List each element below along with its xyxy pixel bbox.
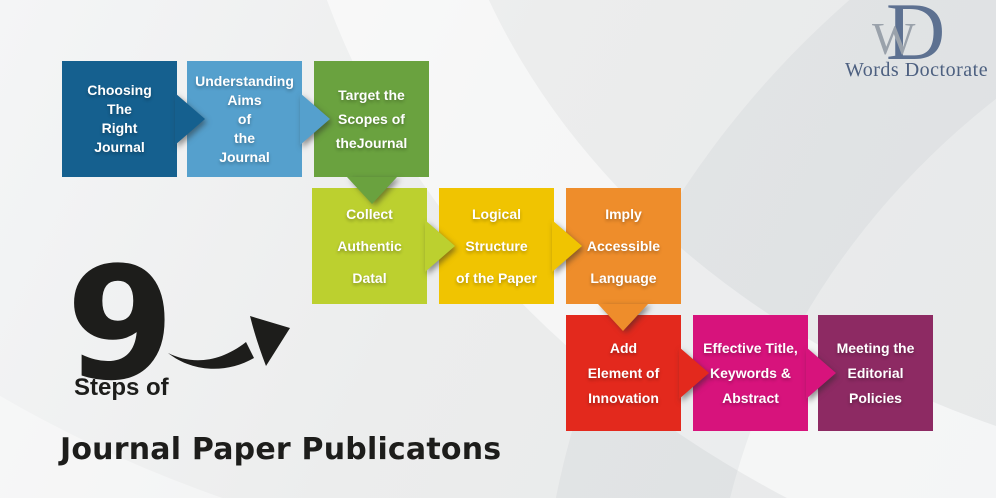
arrow-right-shape	[425, 220, 455, 272]
page-title: Journal Paper Publicatons	[60, 432, 502, 467]
arrow-right-icon	[175, 93, 205, 145]
step-box-5: Logical Structure of the Paper	[439, 188, 554, 304]
arrow-right-shape	[552, 220, 582, 272]
arrow-right-icon	[300, 93, 330, 145]
arrow-right-icon	[552, 220, 582, 272]
arrow-right-shape	[679, 347, 709, 399]
logo-monogram-d: D	[886, 0, 946, 77]
big-number-9: 9	[66, 233, 175, 415]
step-box-1: Choosing The Right Journal	[62, 61, 177, 177]
arrow-down-icon	[598, 304, 648, 331]
step-box-7: Add Element of Innovation	[566, 315, 681, 431]
step-box-6: Imply Accessible Language	[566, 188, 681, 304]
arrow-right-icon	[806, 347, 836, 399]
steps-of-label: Steps of	[74, 374, 169, 401]
arrow-down-shape	[598, 304, 648, 331]
step-box-2: Understanding Aims of the Journal	[187, 61, 302, 177]
arrow-down-shape	[347, 177, 397, 204]
step-box-4: Collect Authentic Datal	[312, 188, 427, 304]
arrow-right-shape	[175, 93, 205, 145]
curved-arrow-icon	[168, 316, 290, 369]
logo-monogram-w: W	[872, 13, 916, 64]
arrow-right-shape	[806, 347, 836, 399]
step-box-3: Target the Scopes of theJournal	[314, 61, 429, 177]
arrow-right-shape	[300, 93, 330, 145]
step-box-8: Effective Title, Keywords & Abstract	[693, 315, 808, 431]
step-box-9: Meeting the Editorial Policies	[818, 315, 933, 431]
logo-wordmark: Words Doctorate	[845, 59, 989, 81]
arrow-down-icon	[347, 177, 397, 204]
arrow-right-icon	[425, 220, 455, 272]
arrow-right-icon	[679, 347, 709, 399]
